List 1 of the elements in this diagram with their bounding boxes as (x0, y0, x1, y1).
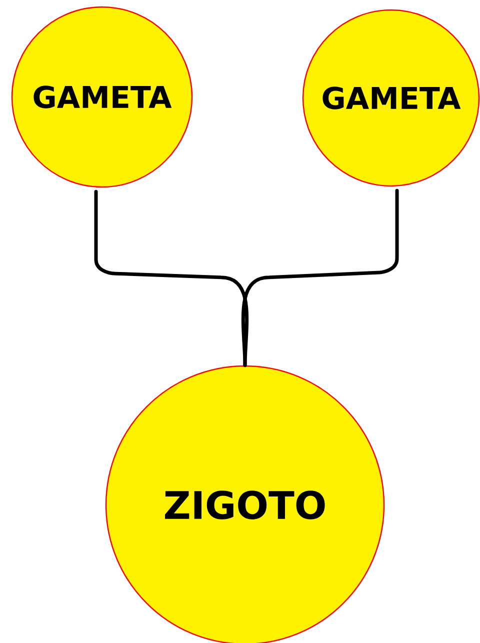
connector-line (241, 188, 399, 368)
